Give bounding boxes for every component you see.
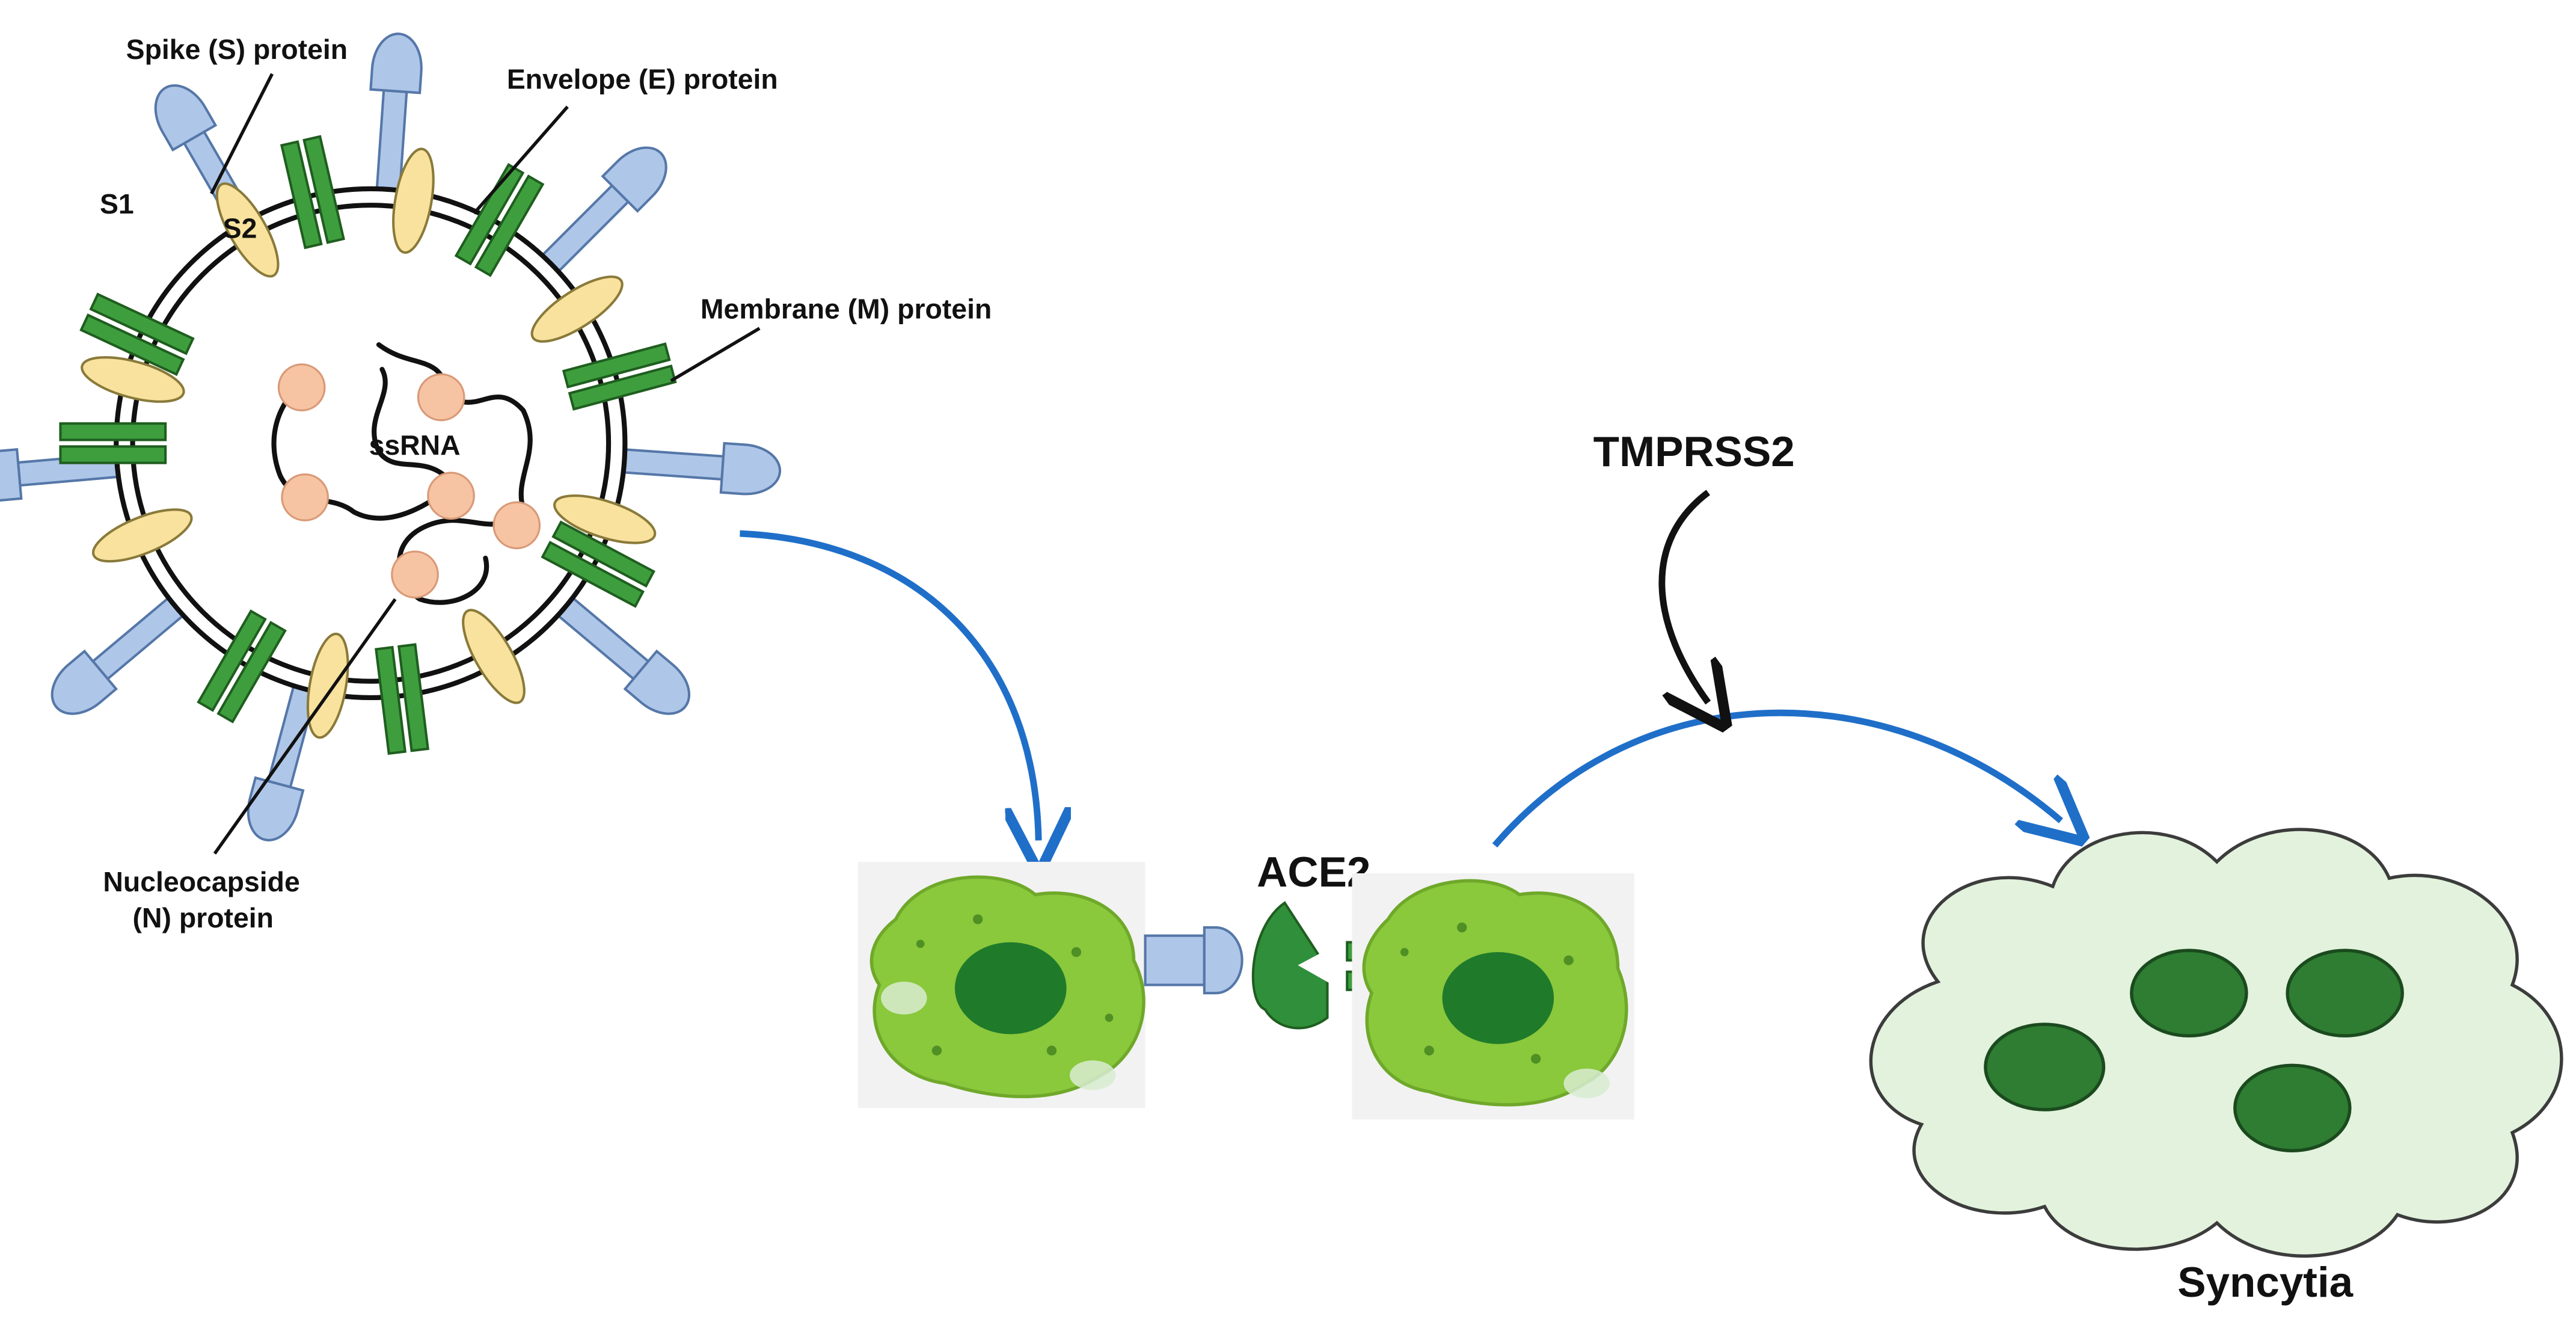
membrane-protein	[280, 135, 345, 250]
membrane-protein-label: Membrane (M) protein	[701, 293, 992, 324]
viral-envelope-inner-ring	[130, 203, 612, 684]
nucleocapside-leader-line	[213, 598, 397, 855]
envelope-protein-group	[81, 147, 657, 739]
membrane-protein	[59, 422, 167, 464]
cell-nucleus	[1442, 951, 1554, 1044]
membrane-protein	[562, 342, 677, 411]
syncytia-nucleus	[2286, 948, 2404, 1038]
infected-cell	[857, 861, 1145, 1108]
cell-nucleus	[954, 942, 1067, 1034]
syncytia-label: Syncytia	[2177, 1259, 2353, 1306]
envelope-protein	[530, 275, 624, 343]
nucleocapsid-protein	[281, 473, 329, 521]
nucleocapsid-protein	[277, 363, 326, 411]
envelope-protein	[215, 182, 280, 278]
nucleocapside-label-line1: Nucleocapside	[103, 866, 299, 897]
syncytia-nucleus	[2130, 948, 2248, 1038]
nucleocapsid-protein	[492, 501, 541, 550]
tmprss2-label: TMPRSS2	[1593, 428, 1795, 476]
nucleocapsid-group	[277, 363, 541, 599]
envelope-protein	[462, 609, 526, 704]
membrane-protein	[79, 292, 195, 377]
syncytia	[1869, 828, 2563, 1258]
ace2-label: ACE2	[1257, 849, 1370, 896]
host-cell	[1352, 873, 1634, 1120]
membrane-protein	[541, 520, 655, 608]
viral-envelope-outer-ring	[114, 186, 628, 701]
virus-labels: Spike (S) protein Envelope (E) protein M…	[100, 34, 992, 933]
syncytia-nucleus	[2233, 1063, 2352, 1152]
spike-protein-label: Spike (S) protein	[126, 34, 348, 65]
spike-leader-line	[210, 73, 274, 195]
envelope-protein	[392, 147, 435, 254]
membrane-protein-group	[59, 135, 677, 755]
nucleocapsid-protein	[417, 373, 465, 422]
membrane-protein	[375, 643, 429, 755]
ssrna-label: ssRNA	[369, 429, 461, 461]
envelope-protein	[306, 632, 349, 739]
nucleocapside-label-line2: (N) protein	[133, 902, 274, 933]
syncytia-body	[1869, 828, 2563, 1258]
envelope-protein	[91, 508, 193, 563]
s1-label: S1	[100, 188, 134, 220]
membrane-protein	[454, 163, 545, 277]
s2-label: S2	[223, 213, 257, 244]
tmprss2-arrow	[1658, 490, 1708, 702]
envelope-protein	[553, 494, 657, 544]
envelope-protein	[81, 356, 185, 403]
nucleocapsid-protein	[427, 472, 475, 520]
cell-surface-spike	[1144, 926, 1244, 995]
envelope-leader-line	[473, 105, 569, 215]
envelope-protein-label: Envelope (E) protein	[507, 63, 778, 94]
syncytia-nucleus	[1984, 1022, 2106, 1111]
virus-particle: ssRNA	[0, 32, 782, 841]
membrane-protein	[197, 609, 287, 724]
membrane-leader-line	[670, 327, 761, 383]
virus-to-cell-arrow	[740, 530, 1038, 840]
nucleocapsid-protein	[391, 550, 439, 599]
fusion-to-syncytia-arrow	[1492, 709, 2061, 845]
